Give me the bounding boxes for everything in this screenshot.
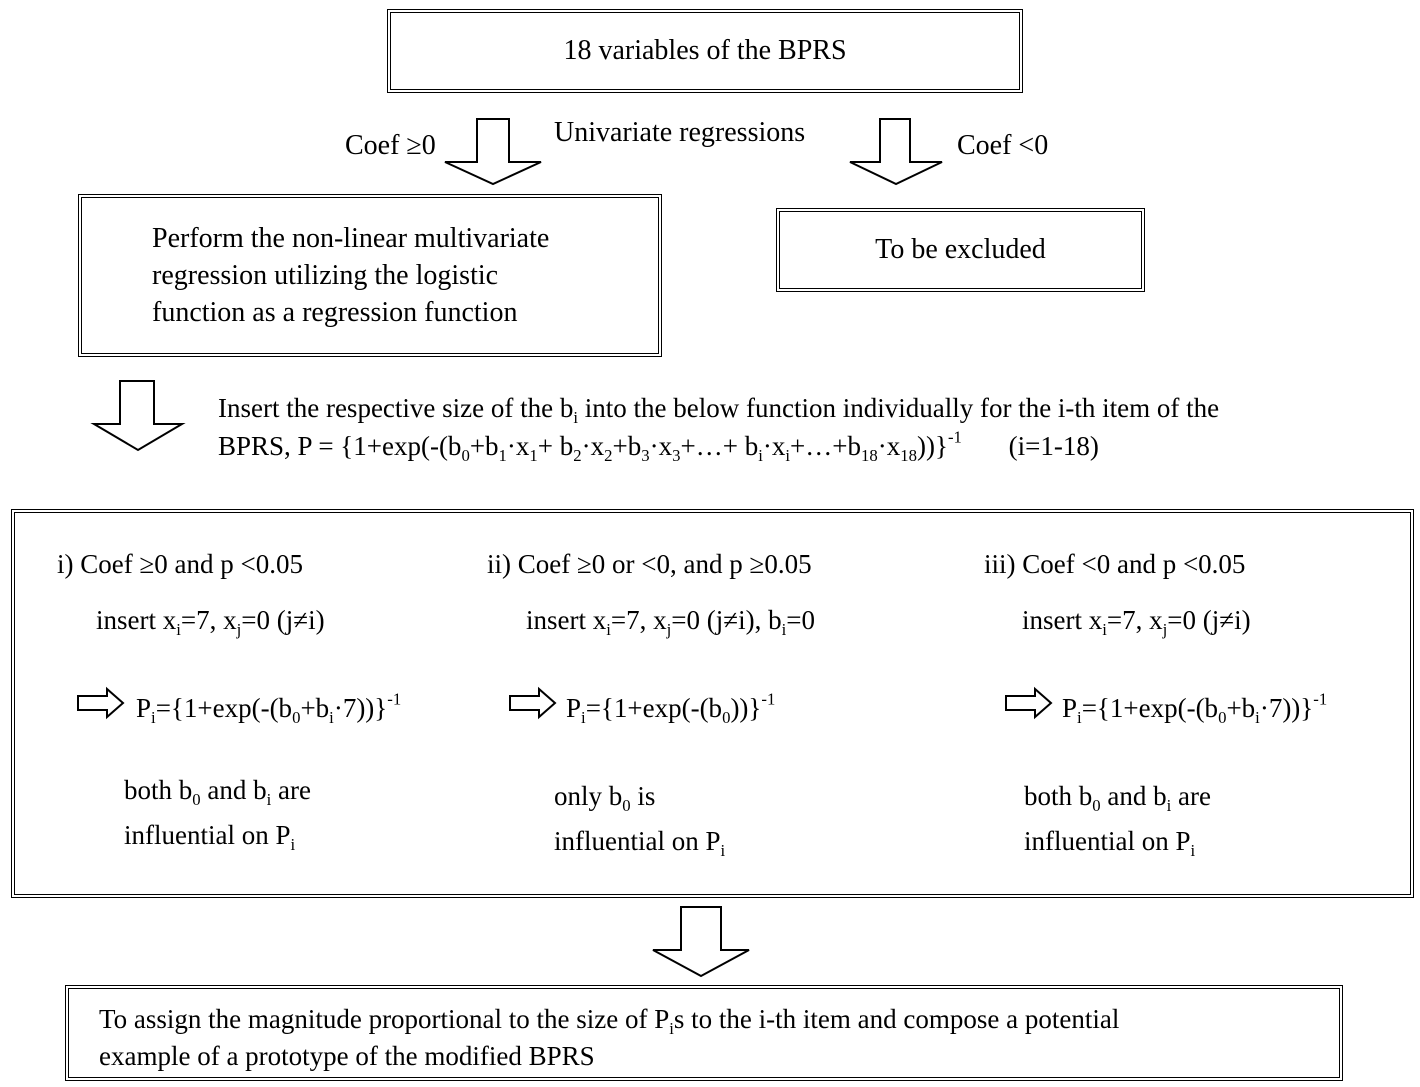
excluded-text: To be excluded [875,234,1046,265]
regression-line-3: function as a regression function [152,297,518,328]
case-3-heading: iii) Coef <0 and p <0.05 [984,549,1246,579]
coef-negative-label: Coef <0 [957,130,1049,161]
down-arrow-icon [444,118,542,186]
excluded-box: To be excluded [776,208,1145,292]
case-2-heading: ii) Coef ≥0 or <0, and p ≥0.05 [487,549,812,579]
coef-positive-label: Coef ≥0 [345,130,436,161]
range-label: (i=1-18) [1008,431,1099,461]
case-1-insert: insert xi=7, xj=0 (j≠i) [96,605,325,639]
insert-step-line-1: Insert the respective size of the bi int… [218,393,1220,427]
final-line-2: example of a prototype of the modified B… [99,1041,595,1071]
final-line-1: To assign the magnitude proportional to … [99,1004,1120,1038]
insert-step-line-2: BPRS, P = {1+exp(-(b0+b1·x1+ b2·x2+b3·x3… [218,427,1099,465]
regression-line-2: regression utilizing the logistic [152,260,499,291]
right-arrow-icon [509,686,557,720]
case-1-influence-2: influential on Pi [124,820,296,854]
down-arrow-icon [652,906,750,978]
case-2-insert: insert xi=7, xj=0 (j≠i), bi=0 [526,605,815,639]
case-2-influence-1: only b0 is [554,781,656,815]
case-2-formula: Pi={1+exp(-(b0))}-1 [566,689,776,727]
top-box: 18 variables of the BPRS [387,9,1023,93]
top-box-text: 18 variables of the BPRS [563,35,847,66]
case-3-formula: Pi={1+exp(-(b0+bi·7))}-1 [1062,689,1328,727]
case-3-influence-1: both b0 and bi are [1024,781,1211,815]
regression-box: Perform the non-linear multivariate regr… [78,194,662,357]
case-3-insert: insert xi=7, xj=0 (j≠i) [1022,605,1251,639]
case-3-influence-2: influential on Pi [1024,826,1196,860]
univariate-label: Univariate regressions [554,117,806,148]
regression-line-1: Perform the non-linear multivariate [152,223,550,254]
final-box: To assign the magnitude proportional to … [65,985,1343,1081]
case-1-heading: i) Coef ≥0 and p <0.05 [57,549,304,579]
right-arrow-icon [1005,686,1053,720]
down-arrow-icon [849,118,943,186]
right-arrow-icon [77,686,125,720]
down-arrow-icon [90,380,186,452]
cases-box [11,509,1414,898]
case-2-influence-2: influential on Pi [554,826,726,860]
case-1-influence-1: both b0 and bi are [124,775,311,809]
case-1-formula: Pi={1+exp(-(b0+bi·7))}-1 [136,689,402,727]
